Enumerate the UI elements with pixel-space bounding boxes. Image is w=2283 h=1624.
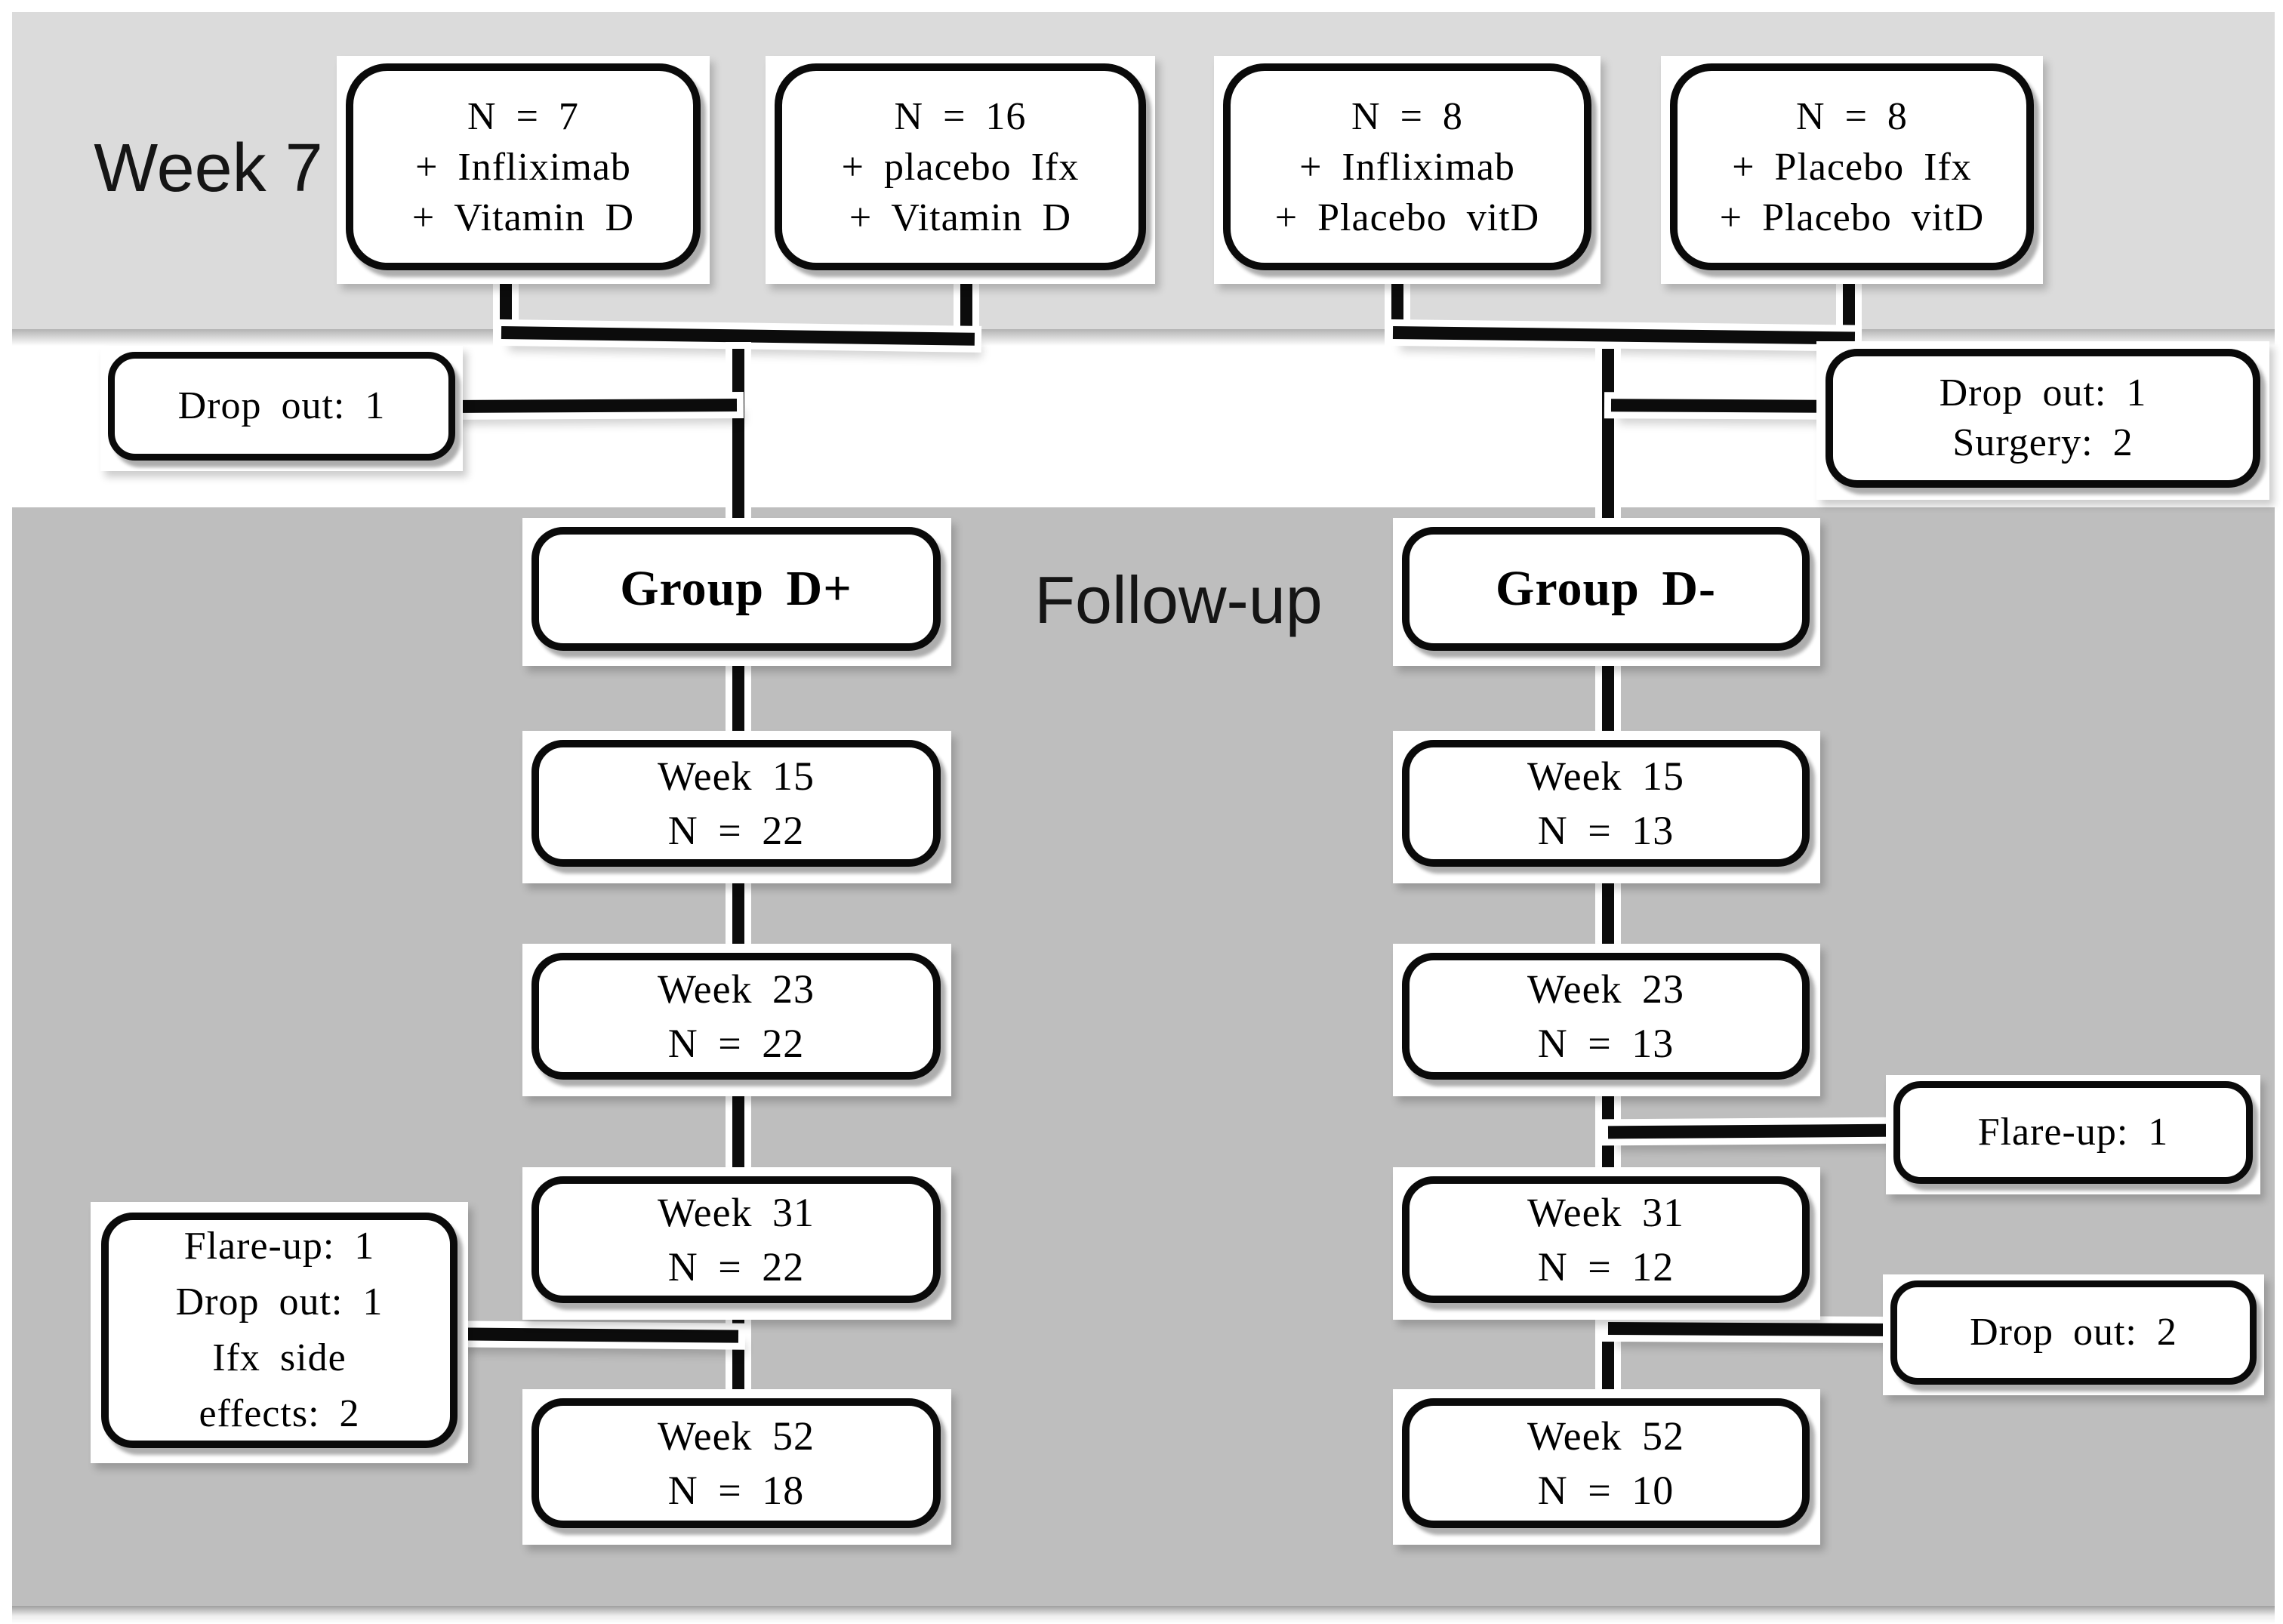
dropout-left-line: Drop out: 1 [177,384,386,427]
connector-dropout-left [451,399,738,413]
arm-box-1-n: N = 7 [467,94,579,138]
arm-box-2: N = 16 + placebo Ifx + Vitamin D [775,63,1146,270]
left-week31-box: Week 31 N = 22 [531,1176,941,1303]
right-week23-box: Week 23 N = 13 [1402,953,1810,1080]
left-sidebox-line3: Ifx side [212,1336,347,1379]
arm-box-2-backing: N = 16 + placebo Ifx + Vitamin D [766,56,1155,284]
connector-right-w15-w23 [1602,865,1614,953]
right-flareup-line: Flare-up: 1 [1977,1111,2169,1154]
right-week23-backing: Week 23 N = 13 [1393,944,1820,1096]
right-week31-box: Week 31 N = 12 [1402,1176,1810,1303]
connector-funnel-right [1602,349,1614,525]
arm-box-4: N = 8 + Placebo Ifx + Placebo vitD [1670,63,2034,270]
left-week15-backing: Week 15 N = 22 [522,731,951,883]
right-week15-box: Week 15 N = 13 [1402,740,1810,867]
arm-box-1-supplement: + Vitamin D [411,196,635,239]
arm-box-1-drug: + Infliximab [415,145,631,189]
followup-label: Follow-up [1034,562,1323,637]
connector-right-w31-w52 [1602,1296,1614,1398]
left-sidebox: Flare-up: 1 Drop out: 1 Ifx side effects… [101,1213,458,1448]
arm-box-4-supplement: + Placebo vitD [1719,196,1985,239]
dropout-surgery-right-box: Drop out: 1 Surgery: 2 [1825,349,2260,488]
arm-box-2-n: N = 16 [894,94,1027,138]
right-dropout2-line: Drop out: 2 [1970,1311,2177,1354]
left-week23-backing: Week 23 N = 22 [522,944,951,1096]
arm-box-3: N = 8 + Infliximab + Placebo vitD [1223,63,1591,270]
left-week52-n: N = 18 [667,1468,805,1513]
right-week52-label: Week 52 [1527,1413,1685,1459]
right-week31-backing: Week 31 N = 12 [1393,1167,1820,1320]
left-week31-n: N = 22 [667,1244,805,1290]
left-sidebox-line1: Flare-up: 1 [183,1225,375,1268]
group-dminus-box: Group D- [1402,527,1810,651]
right-week52-backing: Week 52 N = 10 [1393,1389,1820,1545]
connector-left-w23-w31 [732,1075,744,1176]
dropout-surgery-right-backing: Drop out: 1 Surgery: 2 [1816,341,2269,500]
week7-label: Week 7 [94,131,323,206]
left-week52-label: Week 52 [657,1413,815,1459]
group-dplus-backing: Group D+ [522,518,951,666]
arm-box-3-backing: N = 8 + Infliximab + Placebo vitD [1214,56,1601,284]
arm-box-1: N = 7 + Infliximab + Vitamin D [346,63,701,270]
right-week23-label: Week 23 [1527,966,1685,1012]
followup-band-shadow [12,1606,2275,1624]
right-week15-backing: Week 15 N = 13 [1393,731,1820,883]
connector-right-dropout2 [1607,1322,1896,1336]
left-week23-n: N = 22 [667,1021,805,1066]
left-week31-backing: Week 31 N = 22 [522,1167,951,1320]
left-week52-box: Week 52 N = 18 [531,1398,941,1528]
left-week52-backing: Week 52 N = 18 [522,1389,951,1545]
connector-funnel-left [732,349,744,525]
arm-box-3-n: N = 8 [1351,94,1463,138]
dropout-left-box: Drop out: 1 [108,352,455,461]
left-sidebox-line2: Drop out: 1 [175,1280,384,1324]
group-dplus-box: Group D+ [531,527,941,651]
group-dplus-label: Group D+ [620,561,852,616]
left-week15-n: N = 22 [667,808,805,853]
arm-box-1-backing: N = 7 + Infliximab + Vitamin D [337,56,710,284]
right-dropout2-backing: Drop out: 2 [1883,1274,2264,1395]
left-week15-label: Week 15 [657,753,815,799]
right-week52-n: N = 10 [1537,1468,1675,1513]
arm-box-2-supplement: + Vitamin D [849,196,1072,239]
dropout-right-line2: Surgery: 2 [1952,421,2134,464]
right-week23-n: N = 13 [1537,1021,1675,1066]
arm-box-4-backing: N = 8 + Placebo Ifx + Placebo vitD [1661,56,2043,284]
right-dropout2-box: Drop out: 2 [1890,1280,2257,1385]
connector-right-group-w15 [1602,646,1614,740]
connector-left-w15-w23 [732,865,744,953]
connector-right-flareup [1607,1123,1896,1139]
group-dminus-label: Group D- [1496,561,1716,616]
left-week31-label: Week 31 [657,1190,815,1235]
connector-left-sidebox [457,1327,739,1343]
connector-dropout-right [1610,399,1832,413]
dropout-right-line1: Drop out: 1 [1939,371,2147,414]
right-flareup-box: Flare-up: 1 [1893,1081,2253,1184]
connector-left-group-w15 [732,646,744,740]
arm-box-3-drug: + Infliximab [1299,145,1515,189]
right-flareup-backing: Flare-up: 1 [1886,1075,2260,1194]
right-week15-n: N = 13 [1537,808,1675,853]
group-dminus-backing: Group D- [1393,518,1820,666]
arm-box-4-n: N = 8 [1796,94,1908,138]
arm-box-3-supplement: + Placebo vitD [1274,196,1540,239]
left-week23-label: Week 23 [657,966,815,1012]
left-week23-box: Week 23 N = 22 [531,953,941,1080]
arm-box-4-drug: + Placebo Ifx [1732,145,1972,189]
left-week15-box: Week 15 N = 22 [531,740,941,867]
right-week52-box: Week 52 N = 10 [1402,1398,1810,1528]
arm-box-2-drug: + placebo Ifx [841,145,1080,189]
right-week31-n: N = 12 [1537,1244,1675,1290]
connector-left-w31-w52 [732,1296,744,1398]
right-week31-label: Week 31 [1527,1190,1685,1235]
left-sidebox-backing: Flare-up: 1 Drop out: 1 Ifx side effects… [91,1202,468,1463]
right-week15-label: Week 15 [1527,753,1685,799]
left-sidebox-line4: effects: 2 [199,1392,360,1435]
dropout-left-backing: Drop out: 1 [100,346,463,471]
